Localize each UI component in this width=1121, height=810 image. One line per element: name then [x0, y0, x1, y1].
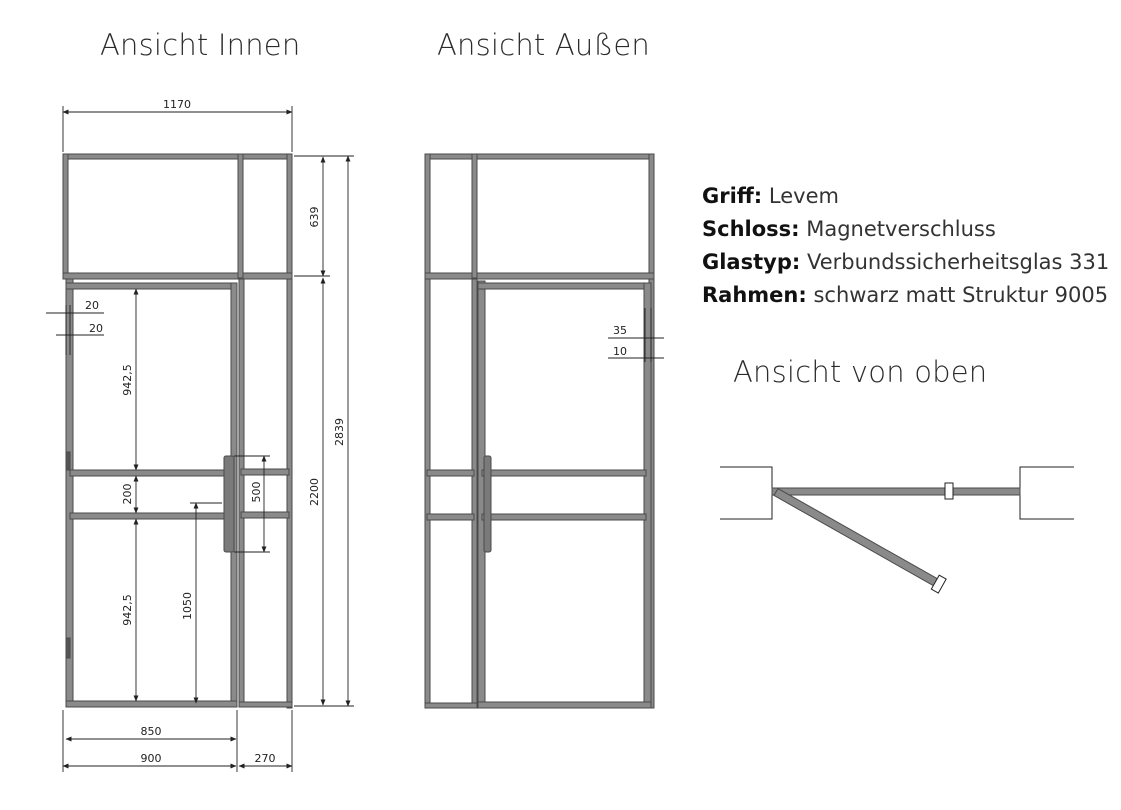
inside-door-top — [65, 282, 237, 290]
dim-door-width: 900 — [141, 752, 162, 765]
inside-dimension-labels: 1170 639 2200 2839 20 20 942,5 200 942,5… — [85, 98, 346, 765]
outside-side-bar-bottom — [426, 513, 475, 521]
dim-frame-a: 20 — [85, 299, 99, 312]
outside-view-title: Ansicht Außen — [437, 28, 650, 62]
inside-view-drawing — [62, 153, 293, 709]
outside-door-bottom — [477, 701, 652, 709]
top-fixed-panel — [771, 487, 1021, 496]
outside-dimension-labels: 35 10 — [613, 324, 627, 358]
top-frame-stop — [944, 482, 954, 500]
outside-transom-bar — [424, 272, 655, 280]
inside-side-bar-bottom — [240, 511, 290, 519]
inside-top-mullion — [237, 153, 244, 279]
top-view-drawing — [720, 466, 1074, 594]
outside-door-midbar-top — [481, 469, 647, 477]
outside-top-mullion — [471, 153, 478, 279]
inside-hinge-top — [65, 451, 71, 471]
inside-frame-right — [286, 153, 293, 709]
dim-door-inner-width: 850 — [141, 725, 162, 738]
top-wall-left — [720, 466, 773, 520]
inside-handle — [223, 455, 235, 553]
dim-upper-glass: 942,5 — [121, 364, 134, 396]
dim-handle-height: 1050 — [181, 592, 194, 620]
inside-frame-left-upper — [62, 153, 69, 279]
dim-frame-b: 20 — [89, 322, 103, 335]
dim-lower-glass: 942,5 — [121, 594, 134, 626]
outside-dimension-lines — [608, 308, 664, 362]
inside-dimension-lines — [46, 106, 354, 772]
spec-schloss: Schloss: Magnetverschluss — [702, 217, 996, 241]
spec-griff: Griff: Levem — [702, 184, 839, 208]
spec-rahmen: Rahmen: schwarz matt Struktur 9005 — [702, 283, 1109, 307]
dim-total-width: 1170 — [163, 98, 191, 111]
dim-outside-b: 10 — [613, 345, 627, 358]
dim-outside-a: 35 — [613, 324, 627, 337]
inside-hinge-bottom — [65, 637, 71, 659]
outside-side-bottom — [424, 702, 478, 709]
dim-handle-length: 500 — [250, 482, 263, 503]
inside-side-left — [238, 278, 245, 708]
top-wall-right — [1019, 466, 1074, 520]
inside-transom-bar — [62, 272, 293, 280]
top-view-title: Ansicht von oben — [733, 355, 988, 389]
outside-door-midbar-bottom — [481, 513, 647, 521]
dim-mid-bar: 200 — [121, 484, 134, 505]
outside-door-top — [477, 282, 652, 290]
inside-frame-top — [62, 153, 293, 160]
inside-side-bottom — [238, 701, 293, 708]
outside-frame-left — [424, 153, 431, 709]
inside-door-bottom — [65, 700, 238, 708]
outside-view-drawing — [424, 153, 655, 709]
spec-list: Griff: Levem Schloss: Magnetverschluss G… — [702, 180, 1109, 312]
dim-total-height: 2839 — [333, 418, 346, 446]
inside-side-bar-top — [240, 468, 290, 476]
spec-glastyp: Glastyp: Verbundssicherheitsglas 331 — [702, 250, 1110, 274]
outside-side-bar-top — [426, 469, 475, 477]
dim-door-height: 2200 — [308, 478, 321, 506]
inside-view-title: Ansicht Innen — [100, 28, 301, 62]
inside-door-midbar-bottom — [69, 512, 234, 520]
outside-frame-top — [424, 153, 655, 160]
top-door-leaf-open — [773, 487, 947, 594]
inside-door-midbar-top — [69, 469, 234, 477]
outside-handle — [483, 455, 492, 553]
dim-top-height: 639 — [308, 207, 321, 228]
outside-side-right — [471, 278, 478, 708]
dim-side-width: 270 — [255, 752, 276, 765]
